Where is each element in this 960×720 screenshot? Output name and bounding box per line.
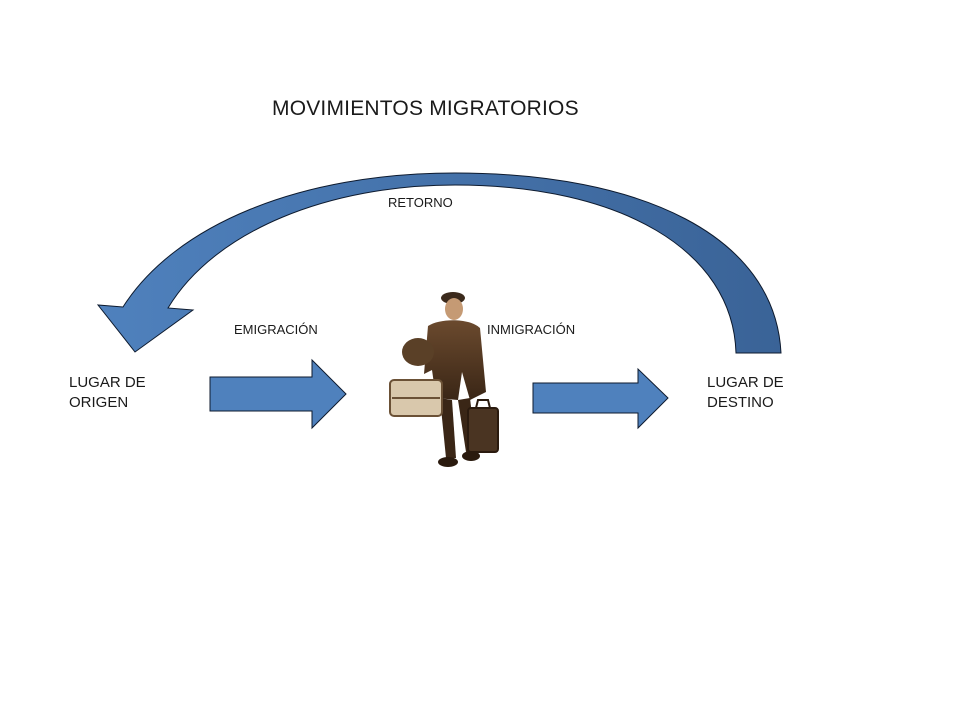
destination-label-line2: DESTINO xyxy=(707,394,774,411)
emigration-label: EMIGRACIÓN xyxy=(234,322,318,337)
emigration-arrow xyxy=(209,358,347,430)
return-arrow xyxy=(96,172,782,354)
origin-label: LUGAR DE ORIGEN xyxy=(69,373,146,413)
destination-label-line1: LUGAR DE xyxy=(707,374,784,391)
immigration-arrow xyxy=(532,367,669,430)
destination-label: LUGAR DE DESTINO xyxy=(707,373,784,413)
origin-label-line1: LUGAR DE xyxy=(69,374,146,391)
migrant-with-suitcases-icon xyxy=(389,292,499,467)
origin-label-line2: ORIGEN xyxy=(69,394,129,411)
immigration-label: INMIGRACIÓN xyxy=(487,322,576,337)
return-label: RETORNO xyxy=(388,195,453,210)
diagram-title: MOVIMIENTOS MIGRATORIOS xyxy=(272,97,579,120)
